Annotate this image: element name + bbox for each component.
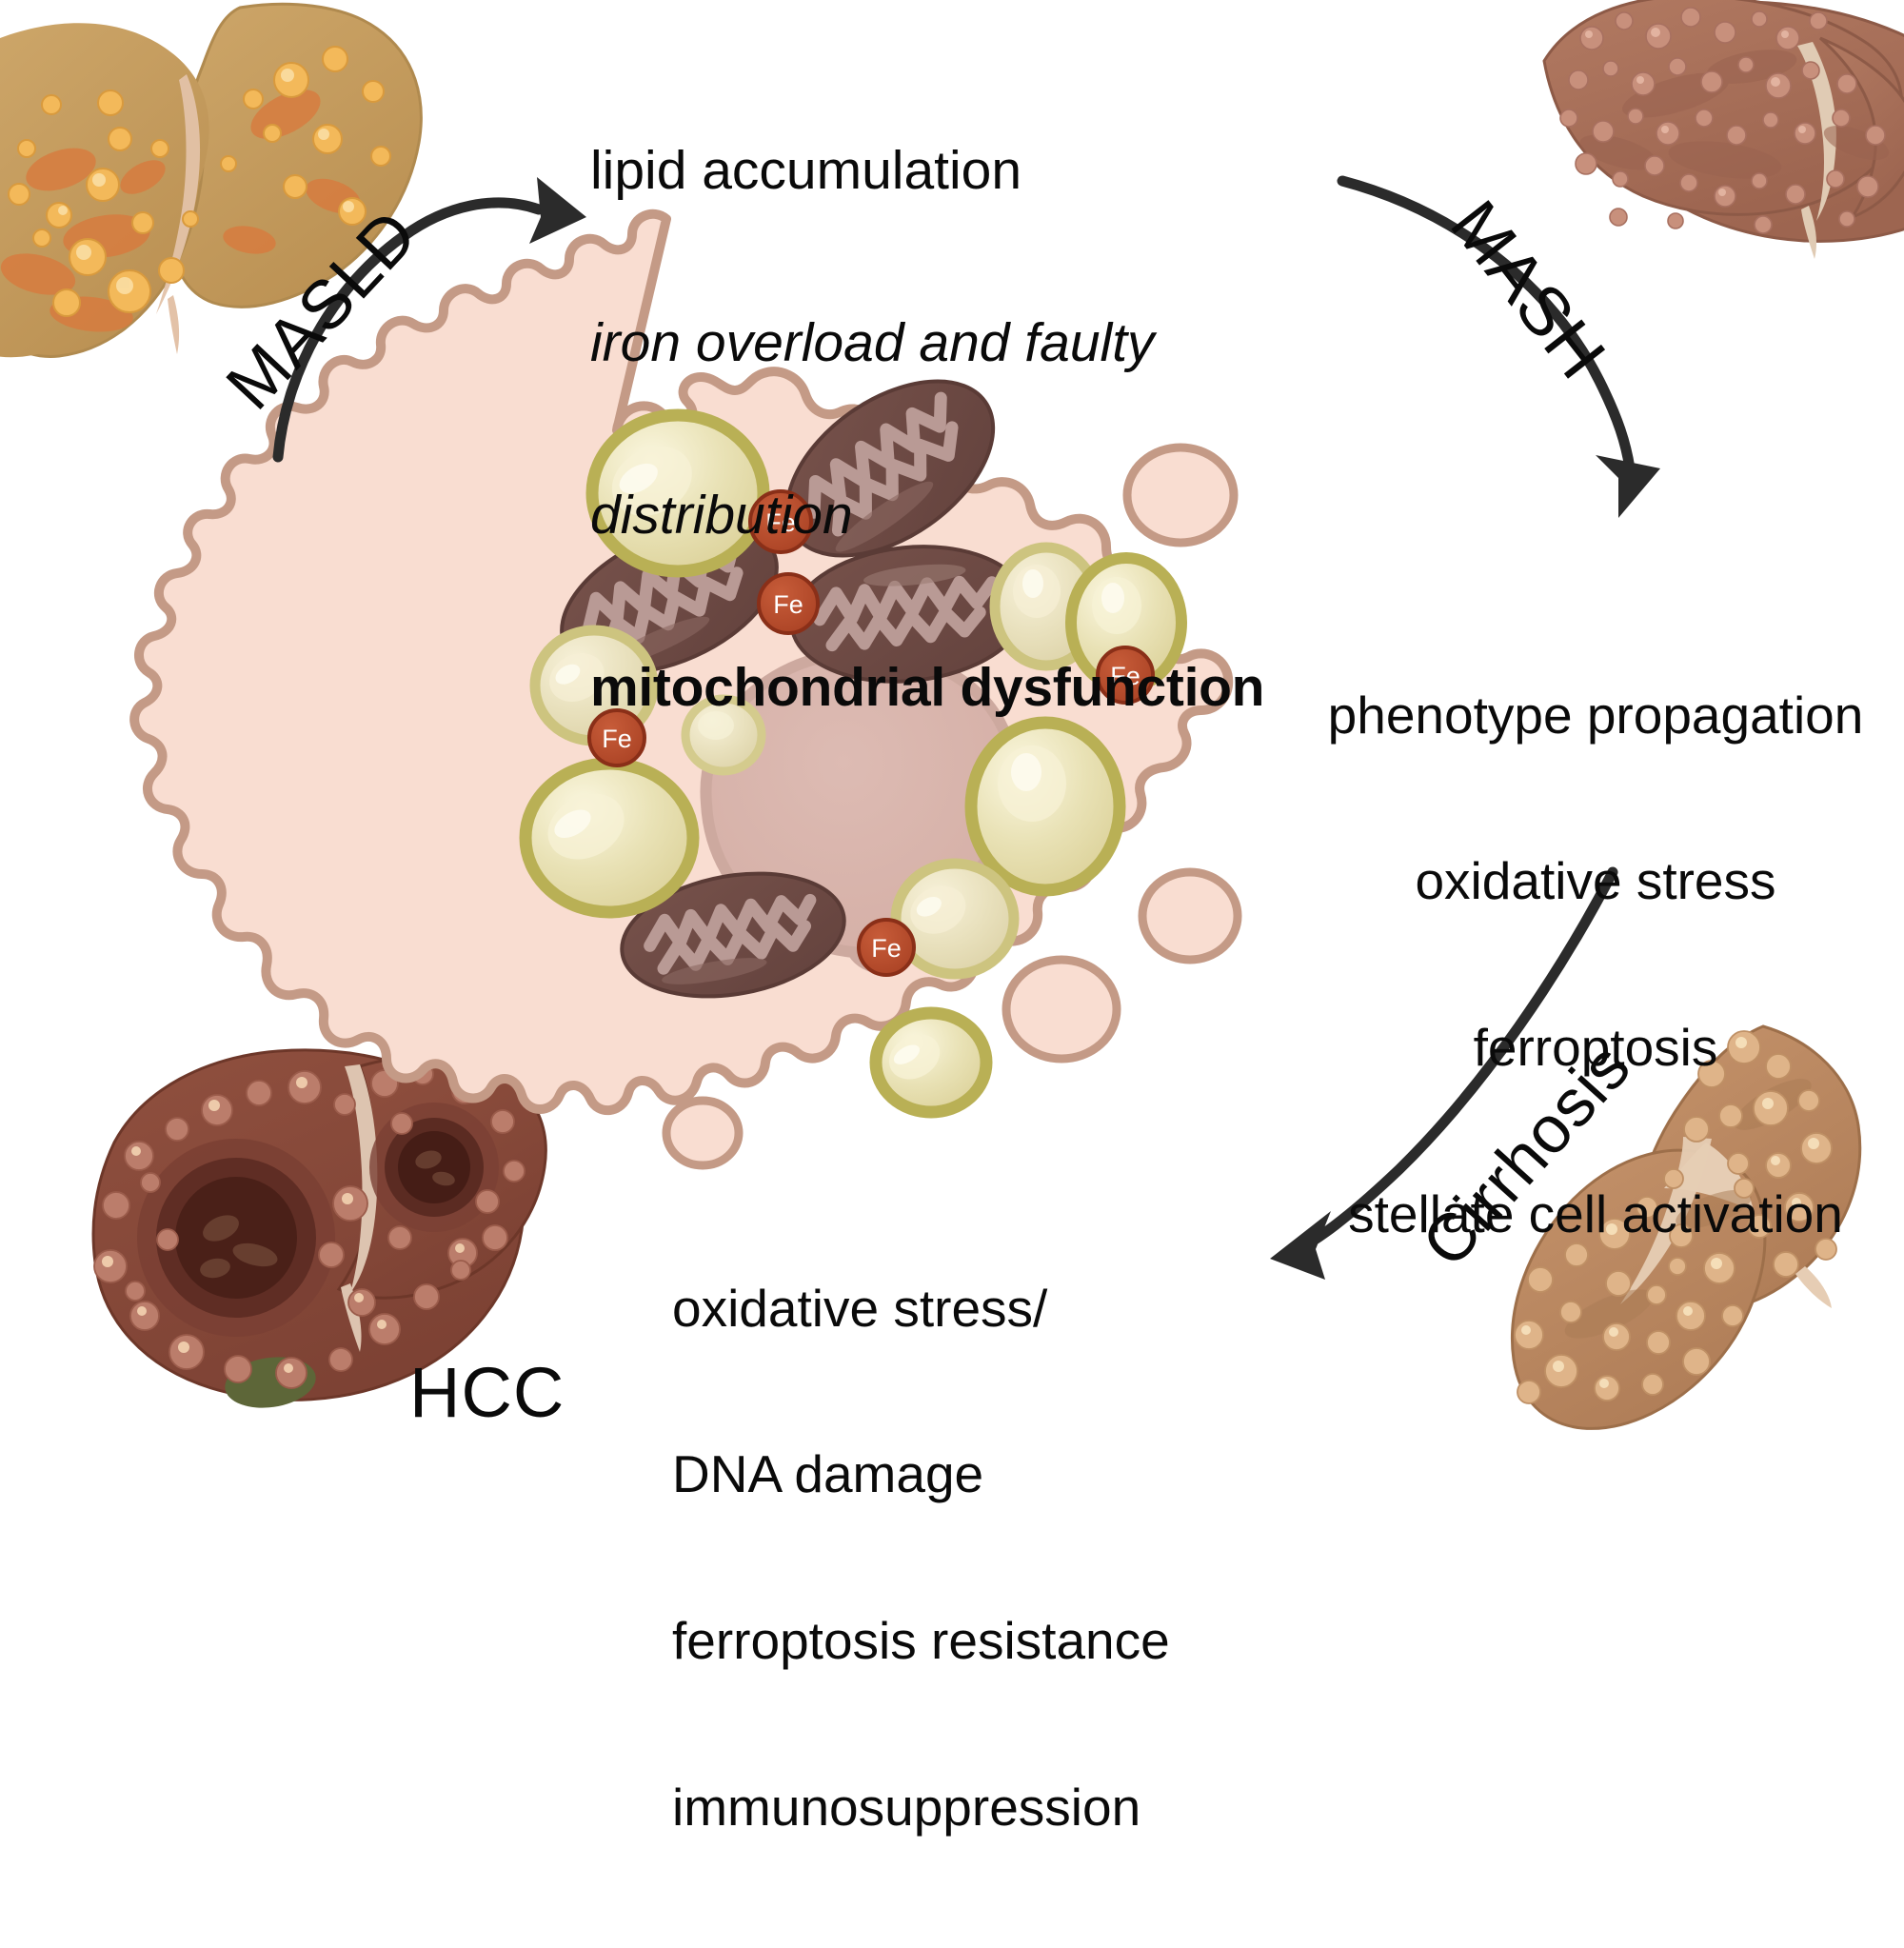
mash-ligament-tail <box>1801 206 1816 259</box>
arrow-masld <box>272 177 586 463</box>
fe-label: Fe <box>602 725 632 753</box>
figure-canvas: Fe Fe Fe Fe Fe <box>0 0 1904 1836</box>
hcc-tumor-lesions <box>137 1103 499 1337</box>
vesicle <box>1002 955 1121 1063</box>
flow-arrows <box>272 175 1660 1280</box>
arrow-mash <box>1337 175 1660 518</box>
vesicle <box>1122 443 1239 547</box>
masld-inflammation-patches <box>0 89 361 332</box>
iron-particles: Fe Fe Fe Fe Fe <box>587 489 1155 977</box>
cirrhosis-ligament-tail <box>1795 1266 1832 1308</box>
fe-label: Fe <box>871 934 902 963</box>
lipid-droplet <box>519 408 1187 1119</box>
fe-particle: Fe <box>1096 646 1155 705</box>
fe-particle: Fe <box>857 918 916 977</box>
annotation-line: stellate cell activation <box>1348 1184 1843 1244</box>
annotation-line: distribution <box>590 485 853 547</box>
vesicle <box>1138 867 1242 964</box>
fe-label: Fe <box>1110 662 1140 690</box>
masld-ligament-tail <box>168 295 180 354</box>
annotation-line: ferroptosis <box>1473 1018 1718 1078</box>
mash-ligament <box>1797 42 1836 221</box>
hcc-ligament-tail <box>341 1283 362 1352</box>
liver-mash-image <box>1542 0 1904 259</box>
fe-particle: Fe <box>587 708 646 767</box>
fe-particle: Fe <box>757 572 820 635</box>
cirrhosis-nodules <box>1514 1030 1837 1404</box>
fe-label: Fe <box>765 508 796 537</box>
annotation-line: mitochondrial dysfunction <box>590 657 1265 719</box>
hcc-ligament <box>345 1064 378 1293</box>
annotation-cirrhosis-to-hcc: oxidative stress/ DNA damage ferroptosis… <box>672 1169 1170 1946</box>
masld-ligament <box>156 74 201 314</box>
annotation-mash-to-cirrhosis: phenotype propagation oxidative stress f… <box>1287 576 1904 1353</box>
annotation-masld-to-mash: lipid accumulation iron overload and fau… <box>590 27 1264 832</box>
annotation-line: ferroptosis resistance <box>672 1611 1170 1671</box>
annotation-line: immunosuppression <box>672 1778 1141 1838</box>
annotation-line: lipid accumulation <box>590 139 1022 201</box>
annotation-line: phenotype propagation <box>1327 685 1864 745</box>
illustration-layer: Fe Fe Fe Fe Fe <box>0 0 1904 1430</box>
liver-cirrhosis-image <box>1511 1024 1862 1430</box>
annotation-line: oxidative stress/ <box>672 1278 1048 1338</box>
liver-hcc-image <box>91 1048 547 1408</box>
liver-masld-image <box>0 2 423 358</box>
fe-particle: Fe <box>748 489 813 554</box>
annotation-line: oxidative stress <box>1415 851 1776 911</box>
stage-label-hcc: HCC <box>409 1353 565 1432</box>
arrow-cirrhosis <box>1270 866 1618 1280</box>
hepatocyte-cell: Fe Fe Fe Fe Fe <box>129 209 1242 1170</box>
fe-label: Fe <box>773 590 803 619</box>
annotation-line: DNA damage <box>672 1444 984 1504</box>
annotation-line: iron overload and faulty <box>590 312 1155 374</box>
cirrhosis-fissure <box>1620 1137 1712 1304</box>
mash-right-lobe <box>1819 36 1904 221</box>
masld-fat-droplets <box>8 46 391 317</box>
mash-nodules <box>1559 7 1886 234</box>
vesicle <box>662 1096 744 1170</box>
